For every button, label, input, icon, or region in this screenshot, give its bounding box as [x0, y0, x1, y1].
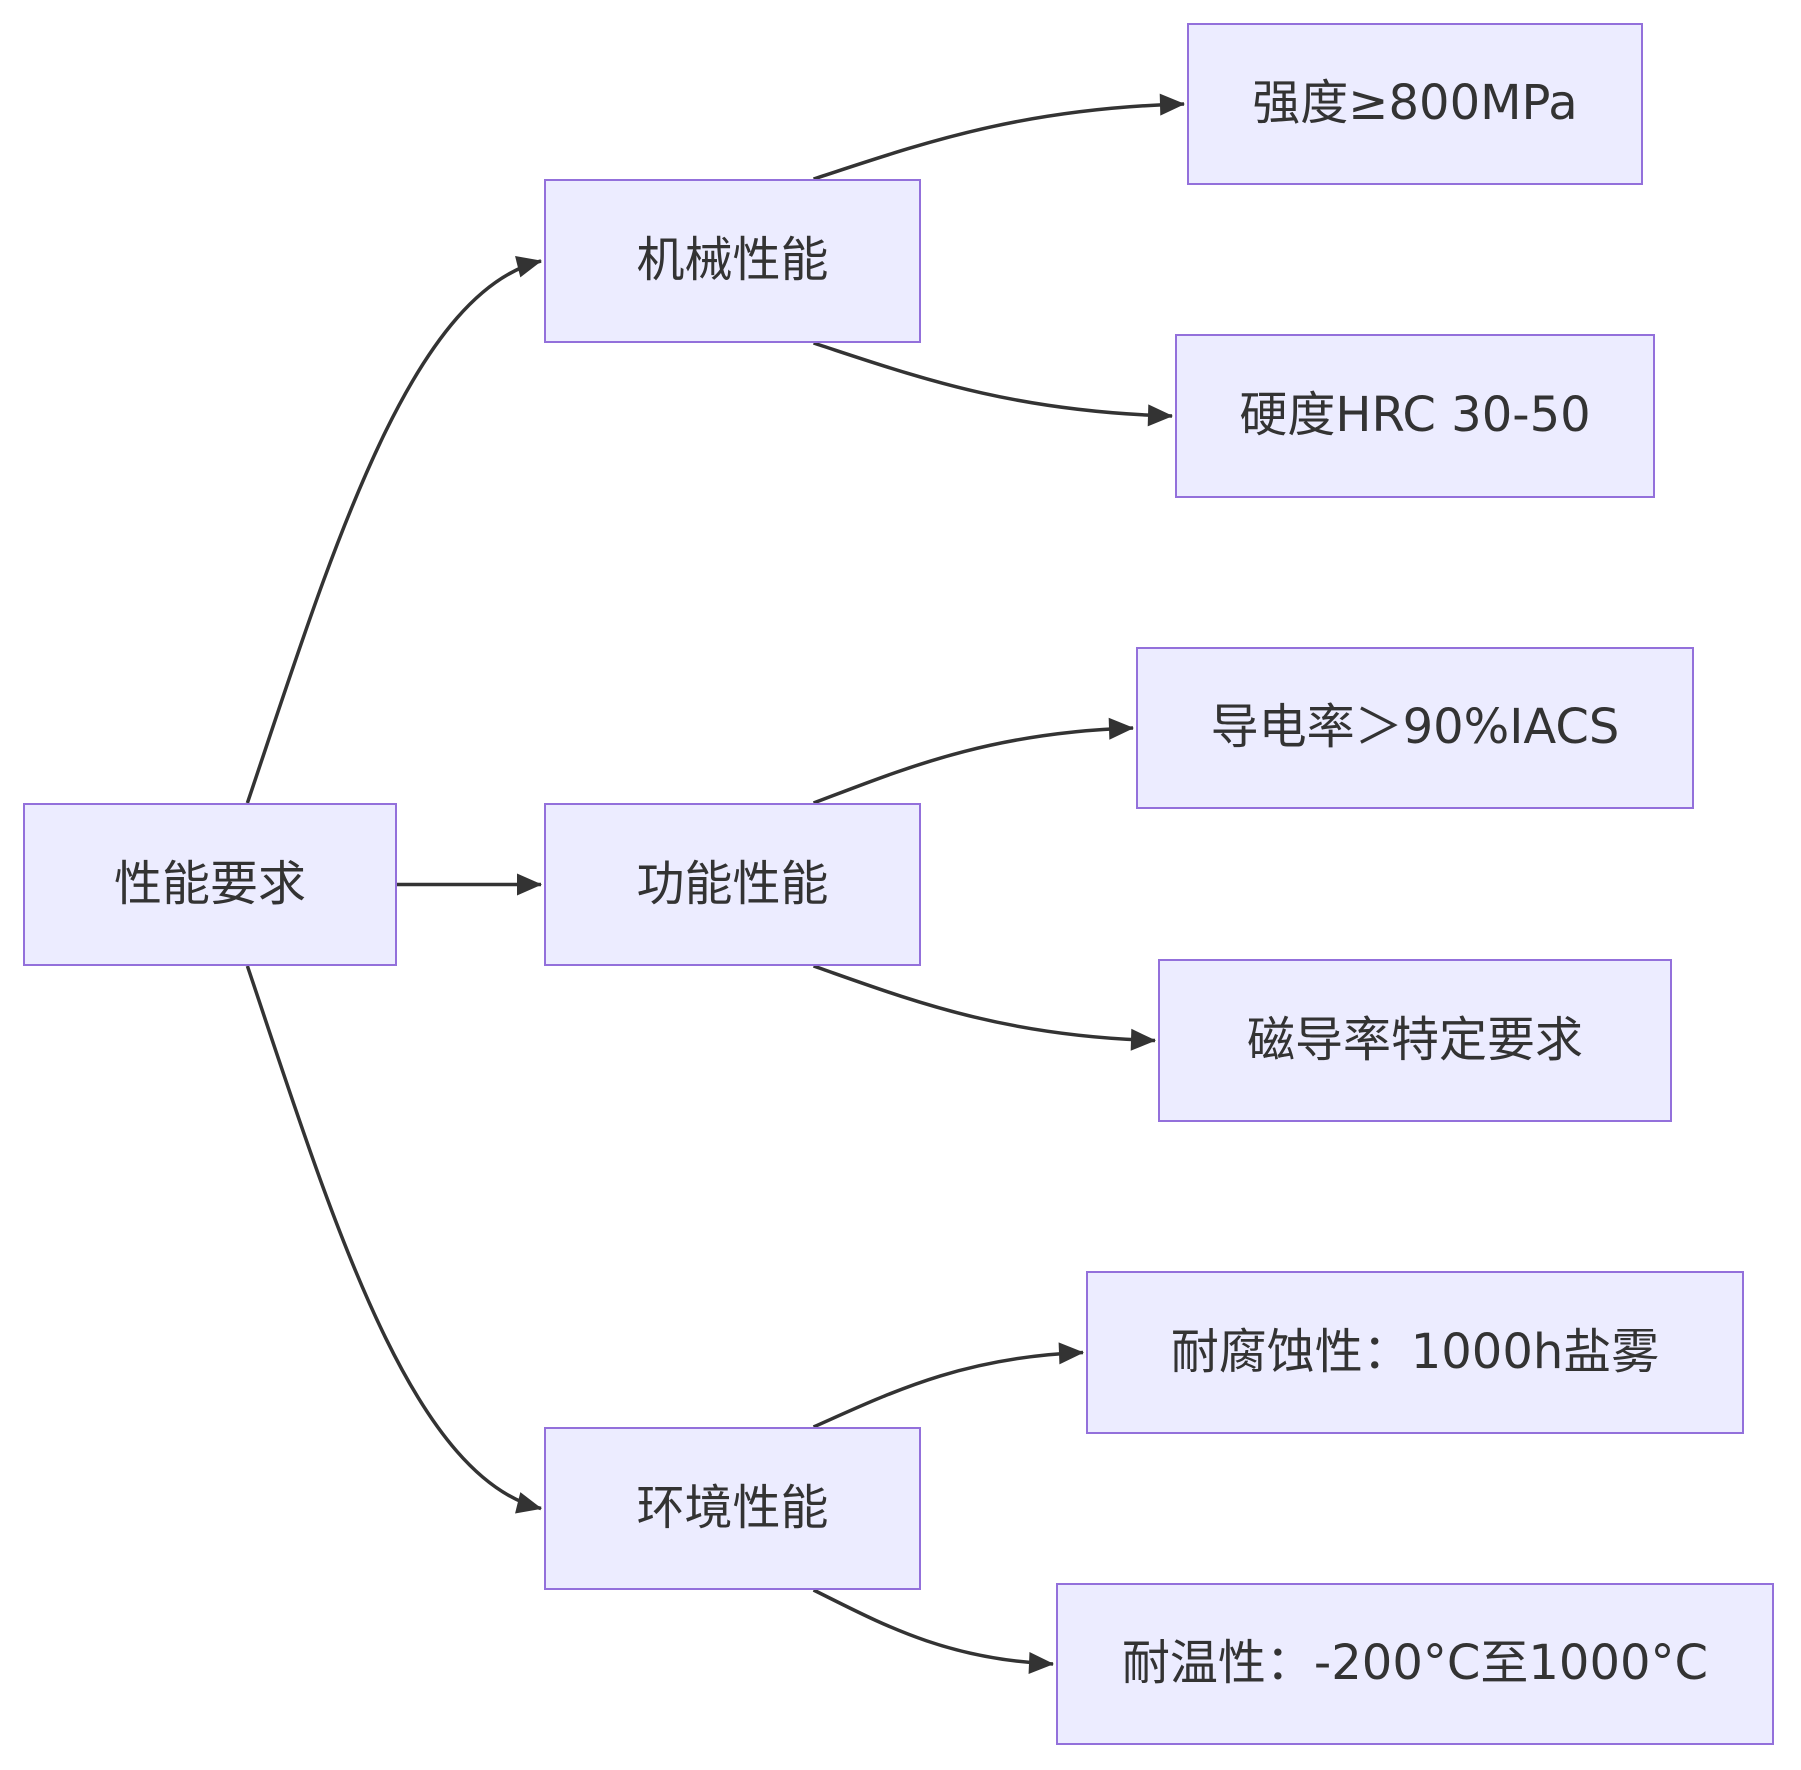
- edge-functional-to-conductivity: [812, 717, 1134, 805]
- edge-mechanical-to-hardness: [813, 341, 1173, 427]
- node-label-conductivity: 导电率＞90%IACS: [1210, 699, 1620, 756]
- node-conductivity: 导电率＞90%IACS: [1136, 647, 1694, 809]
- node-temperature: 耐温性：-200°C至1000°C: [1056, 1583, 1774, 1745]
- edge-mechanical-to-strength: [813, 93, 1185, 181]
- node-label-performance-requirements: 性能要求: [113, 855, 306, 912]
- node-environmental: 环境性能: [544, 1427, 921, 1590]
- node-label-hardness: 硬度HRC 30-50: [1239, 387, 1591, 444]
- node-hardness: 硬度HRC 30-50: [1175, 334, 1655, 498]
- node-label-corrosion: 耐腐蚀性：1000h盐雾: [1170, 1323, 1660, 1380]
- node-label-mechanical: 机械性能: [636, 232, 829, 289]
- node-functional: 功能性能: [544, 803, 921, 966]
- edge-performance-requirements-to-environmental: [245, 965, 542, 1514]
- node-label-functional: 功能性能: [636, 855, 829, 912]
- node-mechanical: 机械性能: [544, 179, 921, 343]
- node-permeability: 磁导率特定要求: [1158, 959, 1672, 1122]
- edge-performance-requirements-to-mechanical: [245, 256, 542, 804]
- node-label-strength: 强度≥800MPa: [1252, 75, 1578, 132]
- edge-environmental-to-corrosion: [812, 1342, 1084, 1429]
- node-label-temperature: 耐温性：-200°C至1000°C: [1121, 1635, 1709, 1692]
- node-label-permeability: 磁导率特定要求: [1246, 1011, 1583, 1068]
- node-performance-requirements: 性能要求: [23, 803, 397, 966]
- node-label-environmental: 环境性能: [636, 1479, 829, 1536]
- edge-environmental-to-temperature: [812, 1588, 1054, 1674]
- node-corrosion: 耐腐蚀性：1000h盐雾: [1086, 1271, 1744, 1434]
- edge-functional-to-permeability: [812, 964, 1156, 1051]
- node-strength: 强度≥800MPa: [1187, 23, 1643, 185]
